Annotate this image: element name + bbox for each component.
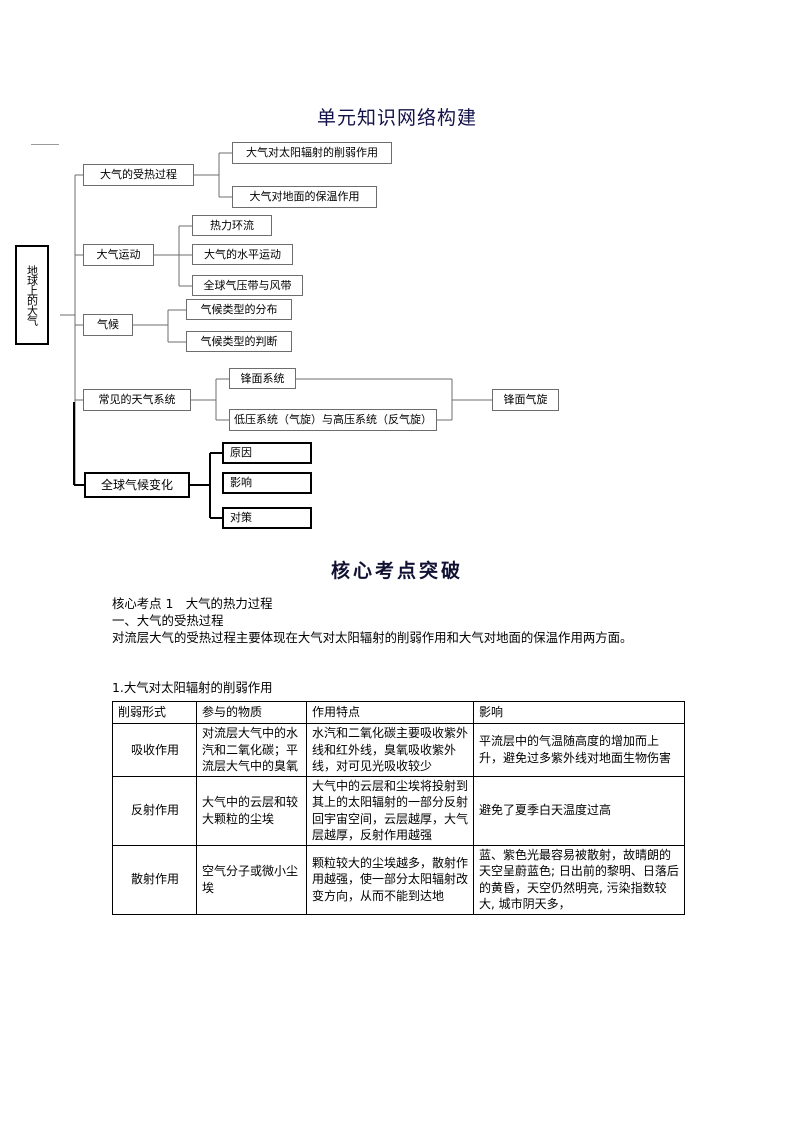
table-row: 散射作用 空气分子或微小尘埃 颗粒较大的尘埃越多，散射作用越强，使一部分太阳辐射… <box>112 844 685 915</box>
cell-effect-reflection: 避免了夏季白天温度过高 <box>473 775 685 846</box>
cell-feature-absorption: 水汽和二氧化碳主要吸收紫外线和红外线，臭氧吸收紫外线，对可见光吸收较少 <box>306 723 474 777</box>
diagram-node-cause: 原因 <box>222 442 312 464</box>
cell-effect-scattering: 蓝、紫色光最容易被散射，故晴朗的天空呈蔚蓝色; 日出前的黎明、日落后的黄昏，天空… <box>473 844 685 915</box>
diagram-node-horizontal-movement: 大气的水平运动 <box>192 244 293 265</box>
diagram-node-weather-systems: 常见的天气系统 <box>83 389 191 411</box>
heading-part-1: 一、大气的受热过程 <box>112 613 224 628</box>
diagram-node-thermal-circulation: 热力环流 <box>192 215 272 236</box>
diagram-node-impact: 影响 <box>222 472 312 494</box>
diagram-node-frontal-cyclone: 锋面气旋 <box>492 389 559 411</box>
paragraph-heating-process: 对流层大气的受热过程主要体现在大气对太阳辐射的削弱作用和大气对地面的保温作用两方… <box>112 630 633 645</box>
diagram-node-ground-insulation: 大气对地面的保温作用 <box>232 186 377 208</box>
diagram-node-climate: 气候 <box>83 314 133 336</box>
table-row: 吸收作用 对流层大气中的水汽和二氧化碳；平流层大气中的臭氧 水汽和二氧化碳主要吸… <box>112 723 685 777</box>
cell-substance-absorption: 对流层大气中的水汽和二氧化碳；平流层大气中的臭氧 <box>196 723 307 777</box>
cell-feature-scattering: 颗粒较大的尘埃越多，散射作用越强，使一部分太阳辐射改变方向，从而不能到达地 <box>306 844 474 915</box>
diagram-node-countermeasure: 对策 <box>222 507 312 529</box>
cell-form-absorption: 吸收作用 <box>112 723 197 777</box>
decorative-dash <box>31 144 59 145</box>
diagram-node-climate-distribution: 气候类型的分布 <box>186 299 292 320</box>
cell-form-scattering: 散射作用 <box>112 844 197 915</box>
attenuation-table: 削弱形式 参与的物质 作用特点 影响 吸收作用 对流层大气中的水汽和二氧化碳；平… <box>112 701 685 915</box>
diagram-connectors <box>60 152 492 519</box>
diagram-node-pressure-wind-belts: 全球气压带与风带 <box>192 275 303 296</box>
page-title-core: 核心考点突破 <box>330 560 463 582</box>
table-header-substance: 参与的物质 <box>196 701 307 724</box>
heading-sub-1: 1.大气对太阳辐射的削弱作用 <box>112 680 273 695</box>
page-title-network: 单元知识网络构建 <box>316 107 477 129</box>
table-clip-region: 削弱形式 参与的物质 作用特点 影响 吸收作用 对流层大气中的水汽和二氧化碳；平… <box>0 690 794 1014</box>
diagram-node-heating-process: 大气的受热过程 <box>83 164 194 186</box>
diagram-node-global-climate-change: 全球气候变化 <box>84 472 190 498</box>
table-row: 反射作用 大气中的云层和较大颗粒的尘埃 大气中的云层和尘埃将投射到其上的太阳辐射… <box>112 775 685 846</box>
diagram-node-air-movement: 大气运动 <box>83 244 154 266</box>
cell-substance-scattering: 空气分子或微小尘埃 <box>196 844 307 915</box>
knowledge-network-diagram: 地球上的大气 大气的受热过程 大气运动 气候 常见的天气系统 全球气候变化 大气… <box>0 130 794 530</box>
table-header-row: 削弱形式 参与的物质 作用特点 影响 <box>112 701 685 724</box>
diagram-node-frontal-system: 锋面系统 <box>229 368 296 389</box>
table-header-feature: 作用特点 <box>306 701 474 724</box>
diagram-node-solar-attenuation: 大气对太阳辐射的削弱作用 <box>232 142 392 164</box>
diagram-node-low-high-pressure: 低压系统（气旋）与高压系统（反气旋） <box>229 409 437 431</box>
cell-feature-reflection: 大气中的云层和尘埃将投射到其上的太阳辐射的一部分反射回宇宙空间，云层越厚，大气层… <box>306 775 474 846</box>
table-header-form: 削弱形式 <box>112 701 197 724</box>
cell-effect-absorption: 平流层中的气温随高度的增加而上升，避免过多紫外线对地面生物伤害 <box>473 723 685 777</box>
table-header-effect: 影响 <box>473 701 685 724</box>
cell-form-reflection: 反射作用 <box>112 775 197 846</box>
cell-substance-reflection: 大气中的云层和较大颗粒的尘埃 <box>196 775 307 846</box>
diagram-node-climate-identification: 气候类型的判断 <box>186 331 292 352</box>
diagram-node-root: 地球上的大气 <box>15 245 49 345</box>
heading-kaodian-1: 核心考点 1 大气的热力过程 <box>112 596 273 611</box>
